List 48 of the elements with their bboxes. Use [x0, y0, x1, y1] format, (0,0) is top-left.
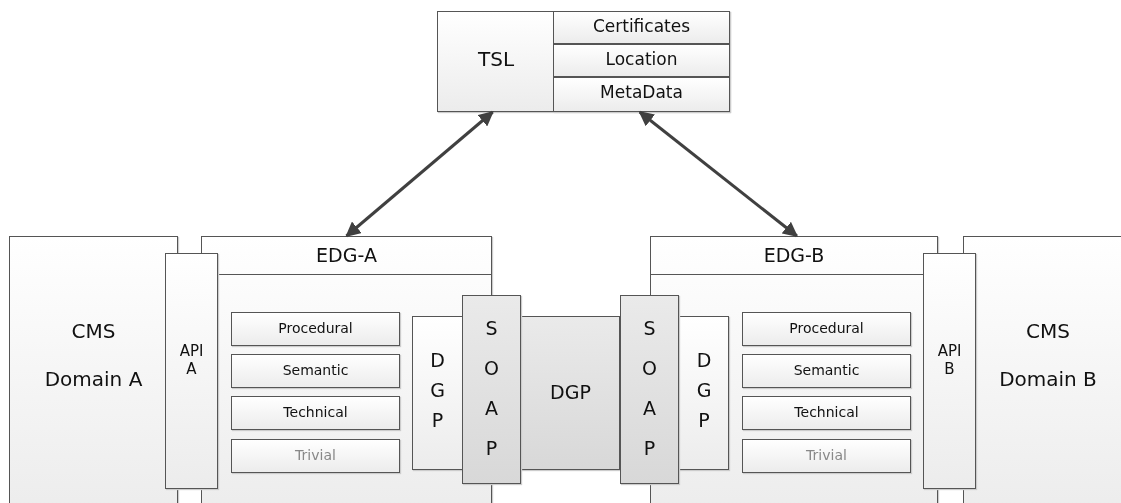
interface-bar — [165, 253, 218, 489]
system-box — [9, 236, 178, 503]
layer-label: Trivial — [294, 447, 337, 463]
layer-box — [231, 354, 400, 388]
cell-text: Certificates — [591, 16, 692, 36]
list-box — [437, 11, 730, 112]
system-box — [963, 236, 1121, 503]
protocol-label: S O A P — [483, 316, 500, 461]
box-title: CMS — [70, 319, 117, 343]
box-label: Domain B — [998, 367, 1098, 391]
protocol-label: DGP — [549, 381, 592, 403]
cell-text: MetaData — [599, 82, 684, 102]
box-label: TSL — [476, 47, 516, 71]
protocol-bar — [412, 316, 463, 470]
layer-label: Procedural — [788, 320, 865, 336]
double-arrow — [345, 110, 494, 238]
layer-box — [231, 312, 400, 346]
layer-box — [742, 396, 911, 430]
layer-label: Technical — [282, 404, 349, 420]
interface-bar — [923, 253, 976, 489]
protocol-bar — [679, 316, 729, 470]
box-title: CMS — [1025, 319, 1071, 343]
box-title: EDG-B — [762, 243, 826, 268]
protocol-label: D G P — [695, 348, 713, 433]
double-arrow — [638, 110, 799, 238]
box-label: API B — [936, 342, 963, 378]
table-cell — [553, 77, 730, 112]
layer-box — [742, 312, 911, 346]
layer-box — [742, 354, 911, 388]
protocol-bar — [620, 295, 679, 484]
layer-label: Technical — [793, 404, 860, 420]
box-title: EDG-A — [315, 243, 378, 268]
layer-box — [231, 439, 400, 473]
protocol-label: D G P — [429, 348, 446, 433]
layer-box — [742, 439, 911, 473]
box-label: Domain A — [43, 367, 144, 391]
layer-label: Semantic — [281, 362, 350, 378]
layer-label: Procedural — [277, 320, 354, 336]
layer-label: Semantic — [792, 362, 861, 378]
protocol-bar — [462, 295, 521, 484]
table-cell — [553, 44, 730, 77]
layer-label: Trivial — [805, 447, 848, 463]
box-label: API A — [178, 342, 205, 378]
cell-text: Location — [604, 49, 679, 69]
protocol-label: S O A P — [641, 316, 658, 461]
protocol-box — [521, 316, 620, 470]
table-cell — [553, 11, 730, 44]
layer-box — [231, 396, 400, 430]
